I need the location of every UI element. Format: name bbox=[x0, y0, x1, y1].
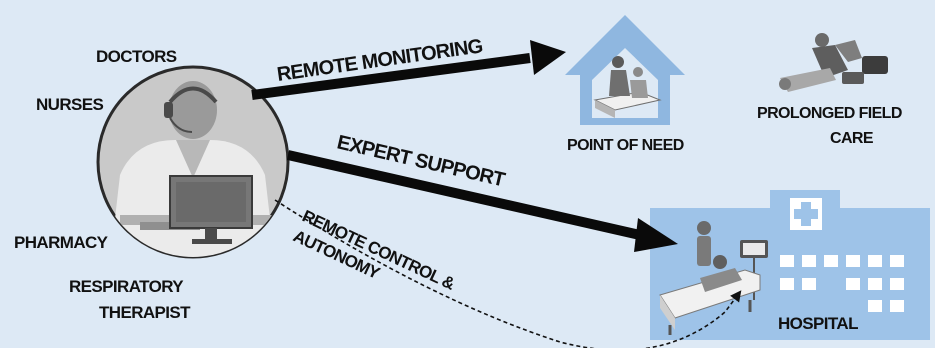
expert-support-arrow bbox=[286, 150, 678, 252]
hospital-label: HOSPITAL bbox=[778, 314, 858, 333]
doctors-label: DOCTORS bbox=[96, 47, 177, 66]
respiratory-label-line1: RESPIRATORY bbox=[69, 277, 184, 296]
patient-bed-icon bbox=[659, 221, 768, 335]
pharmacy-label: PHARMACY bbox=[14, 233, 109, 252]
hospital-building-icon bbox=[650, 190, 930, 340]
remote-monitoring-arrow bbox=[251, 40, 566, 100]
field-medic-icon bbox=[779, 33, 888, 92]
point-of-need-label: POINT OF NEED bbox=[567, 137, 684, 154]
prolonged-field-care-label-line1: PROLONGED FIELD bbox=[757, 105, 902, 122]
nurses-label: NURSES bbox=[36, 95, 104, 114]
respiratory-label-line2: THERAPIST bbox=[99, 303, 191, 322]
prolonged-field-care-label-line2: CARE bbox=[830, 130, 874, 147]
clinician-with-headset-icon bbox=[96, 65, 290, 259]
remote-control-dashed-arrow bbox=[274, 199, 742, 348]
home-care-icon bbox=[565, 15, 685, 125]
